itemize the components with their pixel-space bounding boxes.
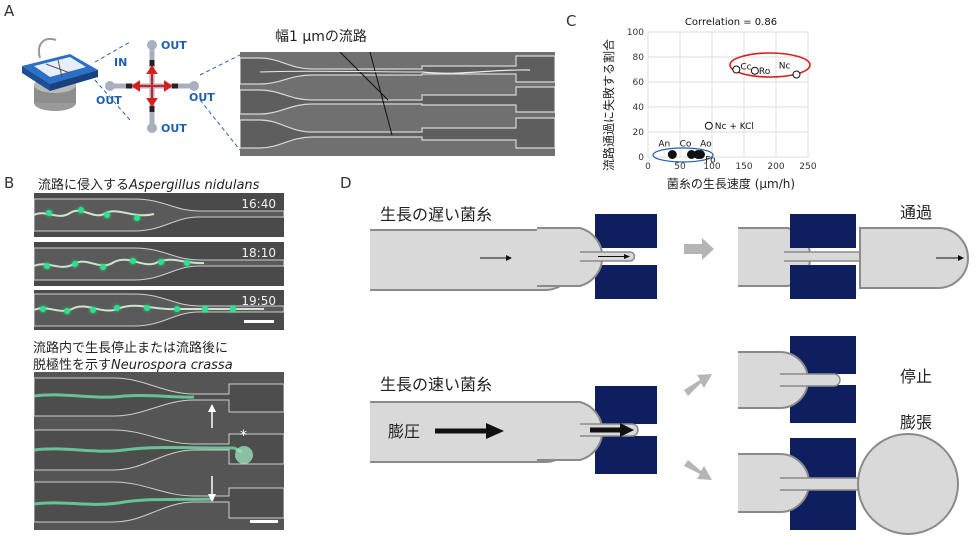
chart-title: Correlation = 0.86 (685, 17, 777, 28)
timelapse-frame-3: 19:50 (34, 290, 284, 330)
chart-point (732, 65, 741, 74)
panel-label-b: B (4, 174, 15, 192)
chart-point (667, 150, 677, 159)
timestamp-1: 16:40 (241, 197, 276, 211)
transition-arrow-slow (684, 238, 714, 260)
chart-point (704, 121, 713, 130)
chart-ytick-label: 0 (638, 153, 644, 163)
slow-pass-schematic (738, 214, 969, 299)
chart-ytick-label: 20 (633, 128, 645, 138)
chart-ytick-label: 40 (633, 103, 645, 113)
fast-hypha-label: 生長の速い菌糸 (380, 375, 492, 394)
chart-point-label: Nc + KCl (715, 122, 754, 132)
chart-ylabel: 流路通過に失敗する割合 (601, 39, 616, 171)
chart-ytick-label: 100 (627, 28, 644, 38)
transition-arrow-down (684, 460, 712, 480)
pass-label: 通過 (900, 203, 932, 222)
cross-channel-diagram: IN OUT OUT OUT OUT (96, 39, 215, 135)
fast-stop-schematic (738, 336, 856, 423)
transition-arrow-up (684, 374, 712, 396)
scale-bar-1 (244, 320, 274, 323)
timelapse-frame-2: 18:10 (34, 242, 284, 286)
slow-entry-schematic (537, 214, 657, 299)
out-label-left: OUT (96, 94, 122, 107)
stop-label: 停止 (900, 367, 932, 386)
chart-point-label: Fo (705, 156, 716, 166)
scale-bar-2 (250, 520, 278, 523)
out-label-bottom: OUT (161, 122, 187, 135)
caption-neurospora-line1: 流路内で生長停止または流路後に (33, 341, 229, 356)
chart-point-label: An (658, 140, 670, 150)
swell-label: 膨張 (900, 413, 932, 432)
out-label-right: OUT (189, 91, 215, 104)
correlation-scatter-chart: Correlation = 0.86 0 50 100 150 200 250 0 20 40 6… (601, 17, 817, 190)
chart-ytick-label: 80 (633, 53, 645, 63)
channel-width-caption: 幅1 μmの流路 (275, 29, 367, 45)
timestamp-2: 18:10 (241, 246, 276, 260)
chart-point (695, 150, 705, 159)
chart-ytick-label: 60 (633, 78, 645, 88)
chart-xtick-label: 250 (799, 162, 816, 172)
caption-aspergillus-prefix: 流路に侵入する (38, 178, 130, 193)
chip-device-illustration (22, 38, 98, 111)
slow-group-ellipse (652, 147, 714, 163)
channel-micrograph (240, 52, 555, 156)
chart-xtick-label: 200 (767, 162, 784, 172)
turgor-label: 膨圧 (388, 422, 420, 441)
chart-point (750, 66, 759, 75)
fast-group-ellipse (729, 52, 811, 78)
panel-label-c: C (566, 12, 577, 30)
panel-label-a: A (4, 2, 15, 20)
chart-point (792, 70, 801, 79)
fast-swell-schematic (738, 433, 959, 535)
neurospora-micrograph: * (34, 372, 284, 530)
in-label: IN (114, 56, 127, 69)
caption-aspergillus-species: Aspergillus nidulans (129, 178, 260, 193)
device-schematic: IN OUT OUT OUT OUT (22, 38, 240, 151)
chart-point-label: Ao (700, 140, 712, 150)
chart-point-label: Cc (740, 63, 751, 73)
timestamp-3: 19:50 (241, 294, 276, 308)
caption-neurospora-species: Neurospora crassa (111, 358, 233, 373)
chart-xlabel: 菌糸の生長速度 (μm/h) (667, 176, 795, 190)
chart-point-label: Co (680, 140, 692, 150)
caption-aspergillus: 流路に侵入するAspergillus nidulans (38, 174, 259, 193)
caption-neurospora-prefix: 脱極性を示す (33, 358, 112, 373)
growth-model-diagram: 生長の遅い菌糸 通過 生長の速い菌糸 膨圧 停止 膨張 (370, 203, 969, 535)
caption-neurospora-line2: 脱極性を示すNeurospora crassa (33, 354, 233, 373)
chart-point-label: Ro (759, 67, 771, 77)
asterisk-marker: * (240, 428, 247, 444)
chart-xtick-label: 0 (645, 162, 651, 172)
chart-xtick-label: 100 (703, 162, 720, 172)
panel-label-d: D (340, 174, 352, 192)
chart-xtick-label: 50 (674, 162, 686, 172)
chart-point-label: Nc (779, 62, 791, 72)
slow-hypha-label: 生長の遅い菌糸 (380, 205, 492, 224)
chart-xtick-label: 150 (735, 162, 752, 172)
fast-entry-schematic (537, 386, 657, 474)
timelapse-frame-1: 16:40 (34, 193, 284, 237)
out-label-top: OUT (161, 39, 187, 52)
chart-plot-area (647, 31, 809, 158)
